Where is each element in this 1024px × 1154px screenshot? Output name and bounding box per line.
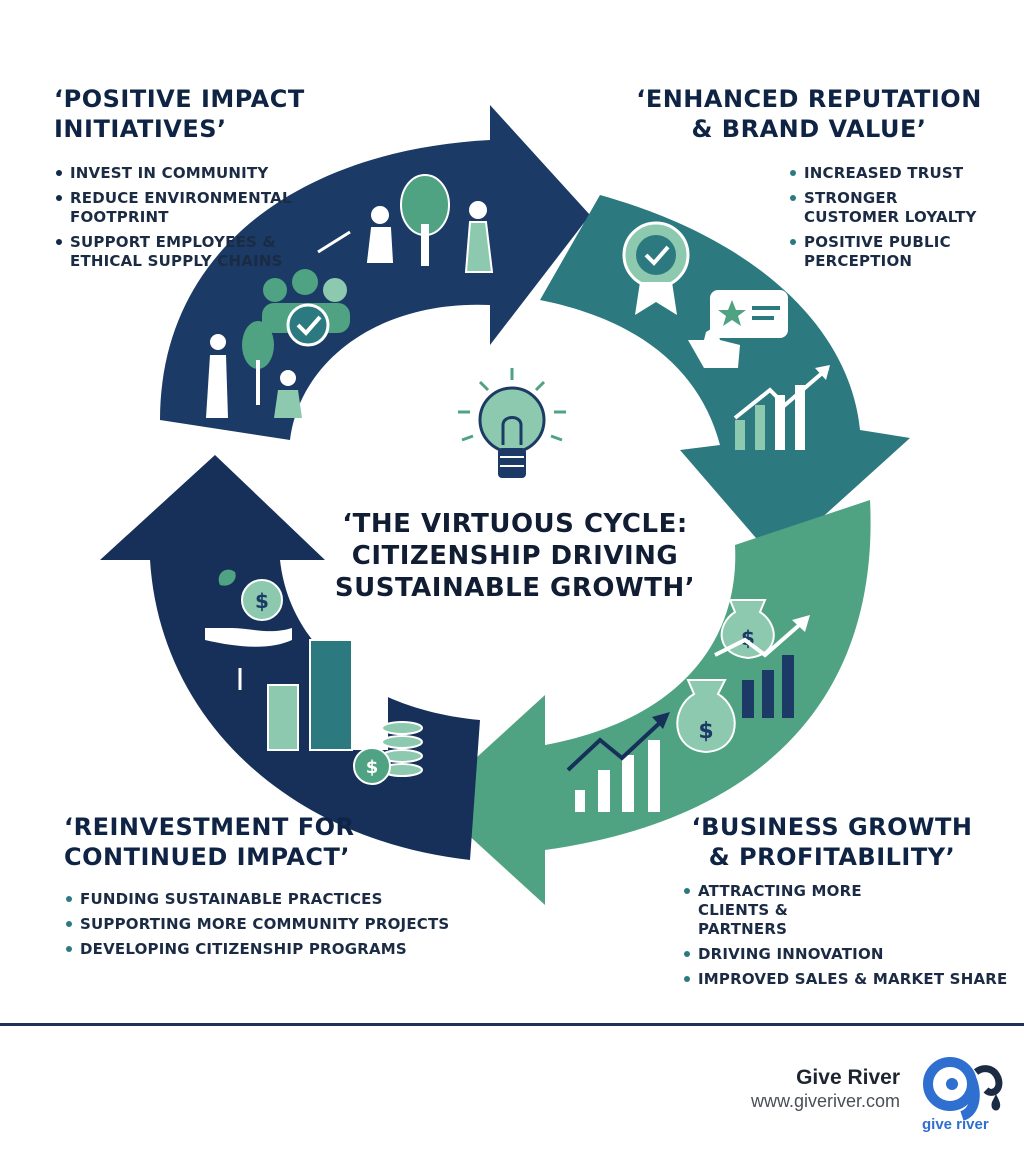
svg-text:$: $ <box>698 719 713 744</box>
section-list: INVEST IN COMMUNITY REDUCE ENVIRONMENTAL… <box>54 164 294 271</box>
section-title: ‘ENHANCED REPUTATION & BRAND VALUE’ <box>636 85 982 143</box>
list-item: INCREASED TRUST <box>788 164 998 183</box>
svg-text:$: $ <box>255 589 269 613</box>
section-list: ATTRACTING MORE CLIENTS & PARTNERS DRIVI… <box>682 882 1012 989</box>
list-item: FUNDING SUSTAINABLE PRACTICES <box>64 890 484 909</box>
rising-chart-icon <box>733 365 830 450</box>
section-title: ‘POSITIVE IMPACT INITIATIVES’ <box>54 85 305 143</box>
city-buildings-icon <box>267 639 388 751</box>
list-item: SUPPORTING MORE COMMUNITY PROJECTS <box>64 915 484 934</box>
list-item: DRIVING INNOVATION <box>682 945 1012 964</box>
list-item: DEVELOPING CITIZENSHIP PROGRAMS <box>64 940 484 959</box>
award-badge-icon <box>622 221 690 315</box>
gardener-icon <box>206 321 302 418</box>
community-group-icon <box>262 269 350 347</box>
list-item: ATTRACTING MORE CLIENTS & PARTNERS <box>682 882 878 939</box>
brand-name: Give River <box>796 1066 900 1089</box>
section-title: ‘REINVESTMENT FOR CONTINUED IMPACT’ <box>64 813 355 871</box>
center-title: ‘THE VIRTUOUS CYCLE: CITIZENSHIP DRIVING… <box>334 509 696 603</box>
growth-chart-icon <box>566 615 810 812</box>
list-item: REDUCE ENVIRONMENTAL FOOTPRINT <box>54 189 294 227</box>
tree-planting-icon <box>366 174 494 273</box>
section-reinvestment: ‘REINVESTMENT FOR CONTINUED IMPACT’ FUND… <box>64 812 484 965</box>
section-business-growth: ‘BUSINESS GROWTH & PROFITABILITY’ ATTRAC… <box>682 812 1012 995</box>
svg-text:$: $ <box>366 757 379 778</box>
section-reputation: ‘ENHANCED REPUTATION & BRAND VALUE’ INCR… <box>628 84 998 277</box>
brand-url[interactable]: www.giveriver.com <box>750 1091 900 1111</box>
list-item: SUPPORT EMPLOYEES & ETHICAL SUPPLY CHAIN… <box>54 233 294 271</box>
footer-divider <box>0 1023 1024 1026</box>
list-item: POSITIVE PUBLIC PERCEPTION <box>788 233 998 271</box>
arrow-reputation <box>540 195 910 560</box>
lightbulb-icon <box>458 368 566 478</box>
hand-with-coin-icon: $ <box>205 569 292 647</box>
section-list: FUNDING SUSTAINABLE PRACTICES SUPPORTING… <box>64 890 484 959</box>
thumbs-up-review-icon <box>688 290 788 368</box>
list-item: IMPROVED SALES & MARKET SHARE <box>682 970 1012 989</box>
list-item: STRONGER CUSTOMER LOYALTY <box>788 189 998 227</box>
coin-stack-icon: $ <box>353 721 423 785</box>
list-item: INVEST IN COMMUNITY <box>54 164 294 183</box>
section-title: ‘BUSINESS GROWTH & PROFITABILITY’ <box>691 813 973 871</box>
give-river-logo-icon <box>923 1057 1003 1121</box>
section-list: INCREASED TRUST STRONGER CUSTOMER LOYALT… <box>788 164 998 271</box>
section-positive-impact: ‘POSITIVE IMPACT INITIATIVES’ INVEST IN … <box>54 84 354 277</box>
logo-text: give river <box>922 1116 989 1133</box>
